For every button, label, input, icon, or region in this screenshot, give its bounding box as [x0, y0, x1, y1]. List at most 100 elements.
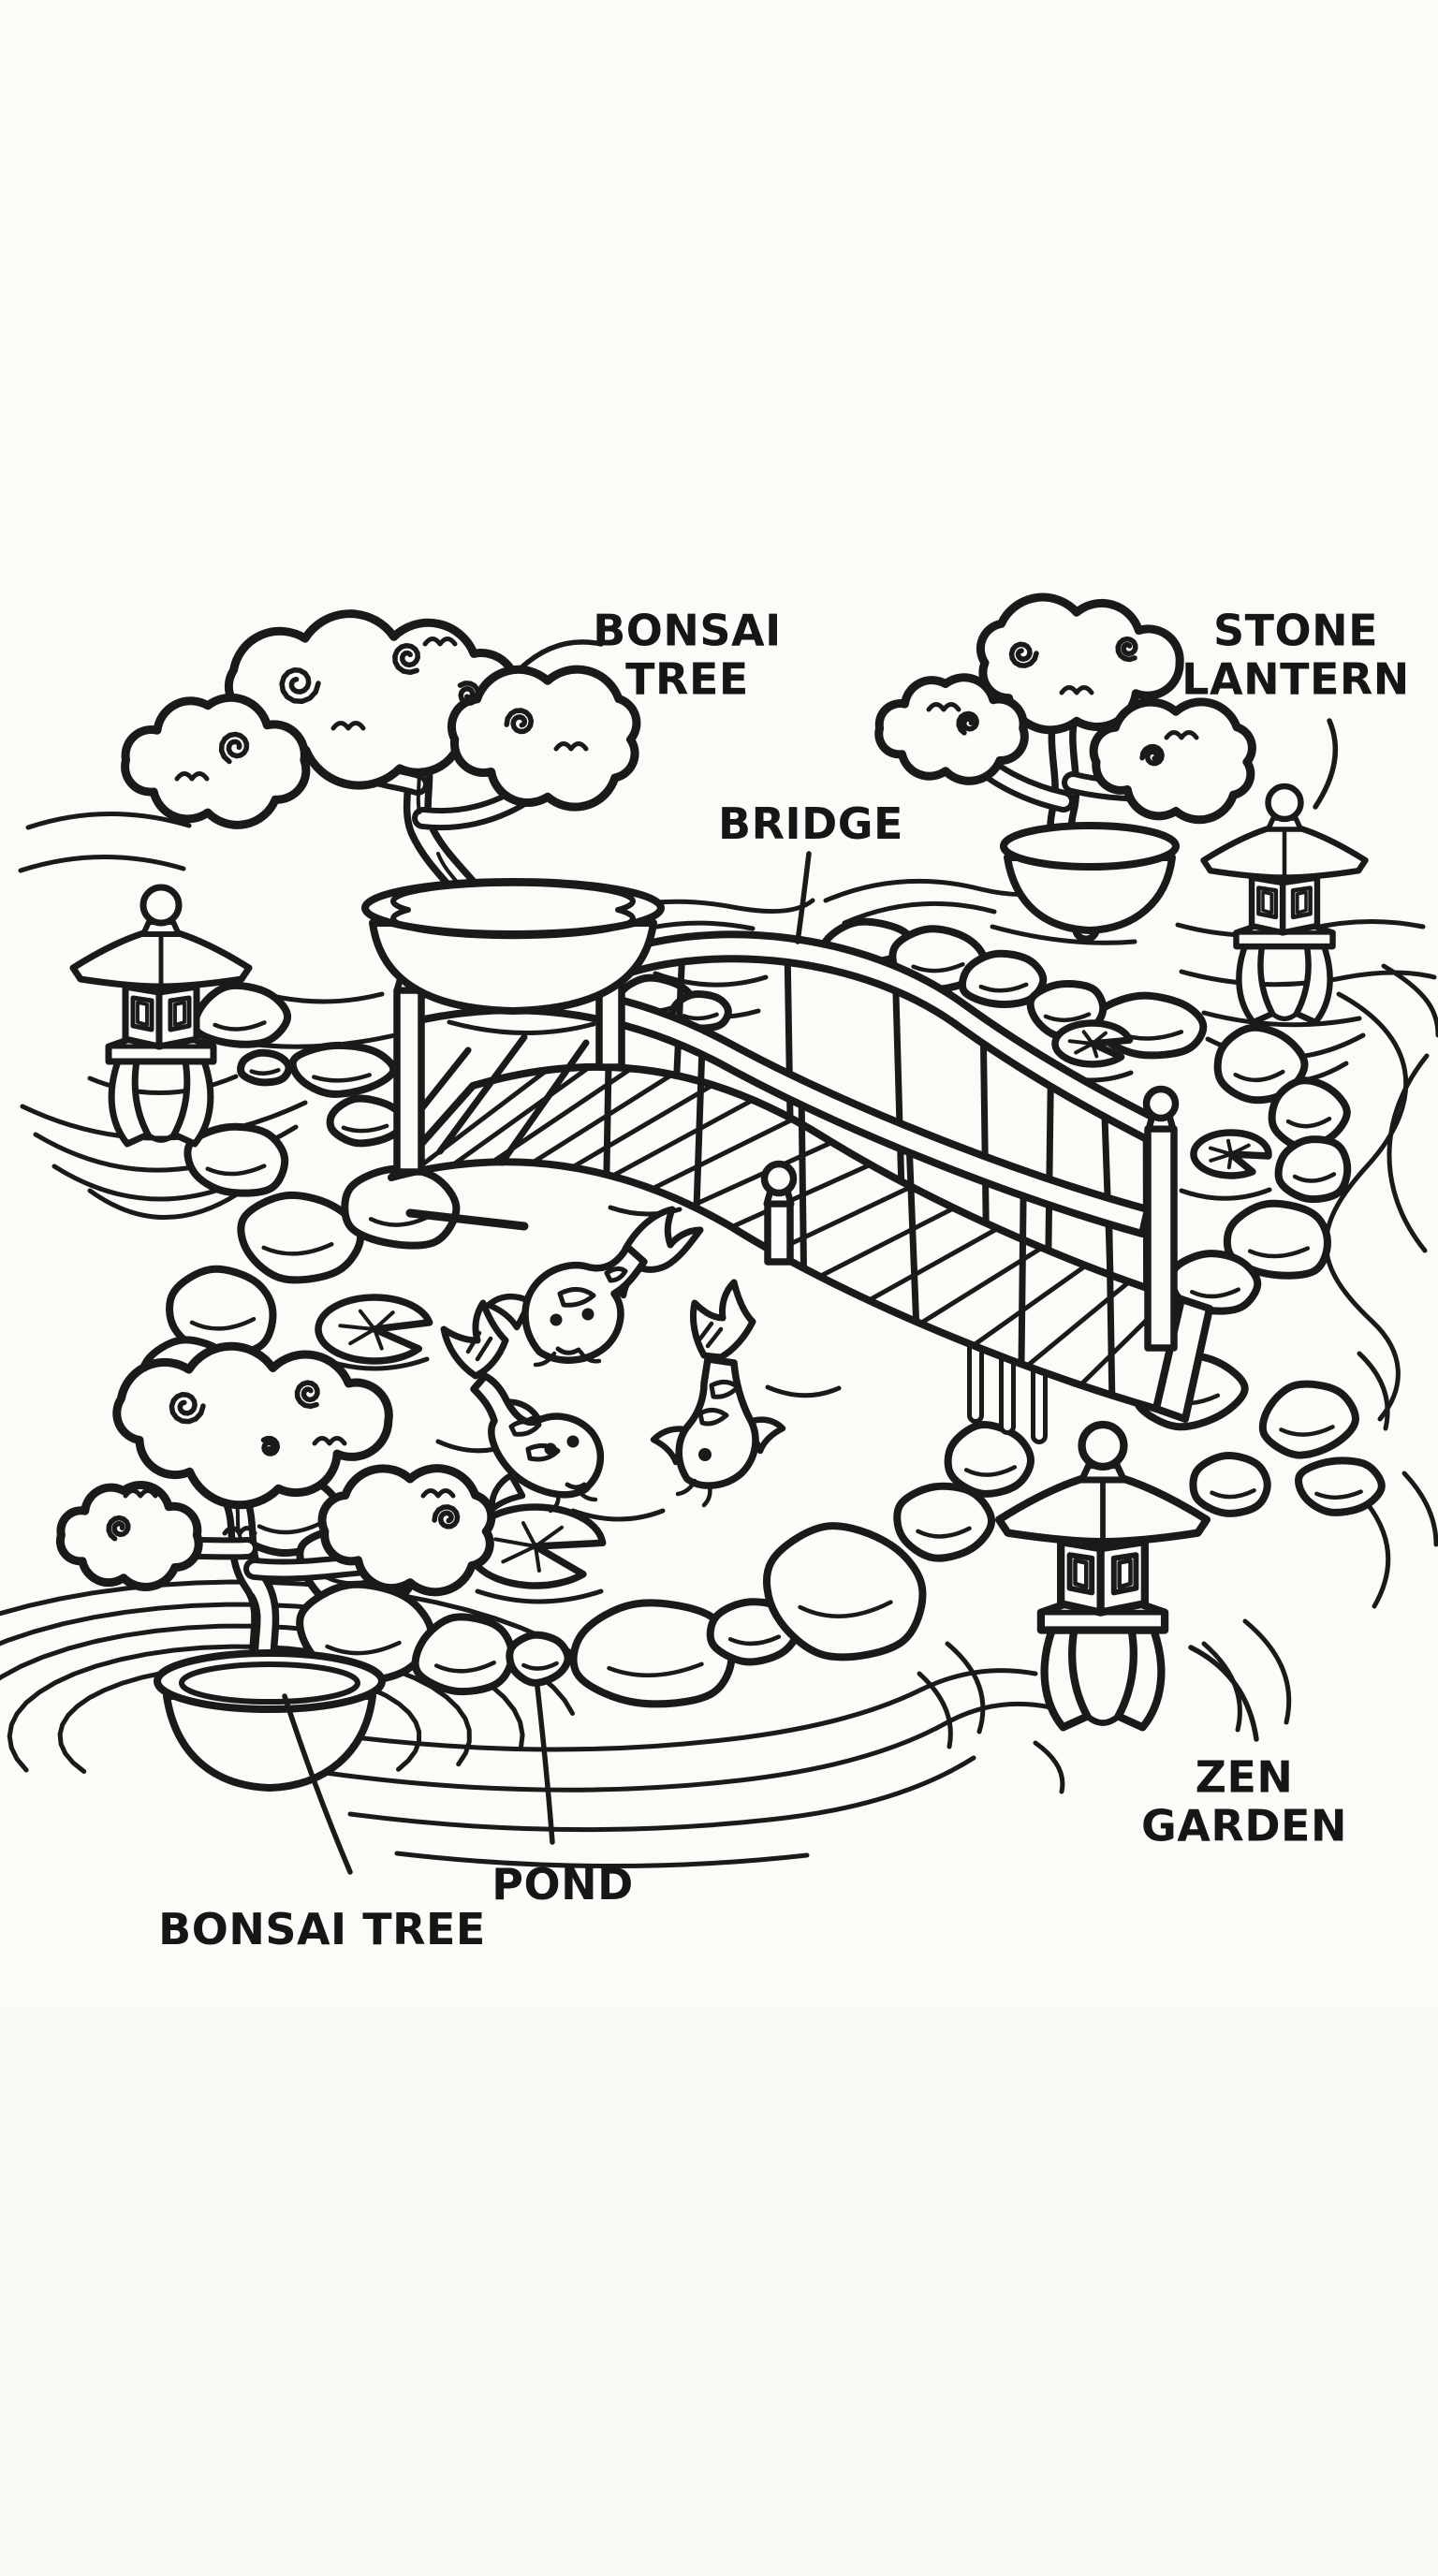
koi-tail-fin: [440, 1299, 509, 1380]
label-stone-lantern: STONE LANTERN: [1181, 606, 1410, 705]
lily-pad-vein: [1081, 1030, 1094, 1046]
foliage-accent: [174, 771, 210, 782]
bonsai-foliage-swirl: [169, 1392, 206, 1425]
label-zen-garden: ZEN GARDEN: [1141, 1752, 1347, 1852]
garden-stone: [959, 949, 1048, 1008]
garden-stone: [1223, 1199, 1331, 1280]
label-pond: POND: [492, 1859, 634, 1909]
lantern-window-inner: [1261, 890, 1273, 915]
garden-stone-accent: [213, 1020, 267, 1032]
garden-stone: [183, 1122, 289, 1197]
lantern-window-inner: [1117, 1558, 1133, 1589]
line-art-stroke: [764, 1200, 794, 1266]
foliage-accent: [222, 1526, 257, 1536]
lantern-body: [122, 983, 163, 1050]
koi-whisker: [675, 1478, 697, 1497]
bonsai-foliage-swirl: [218, 731, 250, 765]
garden-stone-accent: [249, 1067, 281, 1076]
lily-pad-vein: [1091, 1031, 1108, 1046]
sand-ripple: [347, 1755, 976, 1833]
bridge-plank-line: [569, 1082, 715, 1170]
label-bonsai-tree-bottom: BONSAI TREE: [158, 1903, 486, 1954]
garden-stone: [944, 1421, 1035, 1498]
koi-patch: [508, 1419, 542, 1437]
bridge-baluster: [693, 1050, 706, 1212]
label-line: TREE: [625, 654, 749, 705]
sand-ripple: [87, 1186, 248, 1220]
sand-ripple: [1401, 1471, 1438, 1547]
sand-ripple: [1201, 1010, 1362, 1028]
garden-stone-accent: [682, 1012, 719, 1021]
koi-tail-fin: [689, 1279, 756, 1361]
foliage-accent: [1059, 685, 1094, 695]
garden-stone-accent: [1314, 1489, 1363, 1500]
sand-ripple: [1387, 1053, 1430, 1253]
garden-stone-accent: [916, 1526, 972, 1539]
bonsai-pot-bowl: [163, 1692, 376, 1792]
bonsai-foliage-swirl: [1115, 636, 1138, 663]
label-line: LANTERN: [1181, 654, 1410, 705]
bridge-baluster: [1018, 1193, 1027, 1368]
bonsai-foliage-swirl: [504, 708, 535, 735]
post-ball-finial: [1142, 1085, 1180, 1122]
label-line: BONSAI TREE: [158, 1903, 486, 1954]
bonsai-pot-rim: [1000, 822, 1180, 871]
lily-pad-vein: [373, 1310, 395, 1331]
lily-pad-vein: [1229, 1143, 1251, 1156]
garden-stone: [411, 1613, 516, 1696]
koi-patch: [525, 1443, 561, 1462]
bridge-post: [760, 1160, 798, 1266]
koi-tail-stripe: [697, 1321, 714, 1341]
sand-ripple: [1242, 1618, 1292, 1725]
leader-line-bridge: [795, 851, 812, 944]
lily-pad-vein: [534, 1544, 541, 1573]
sand-ripple: [1324, 991, 1409, 1422]
bonsai-foliage-swirl: [260, 1435, 281, 1456]
bridge-plank-line: [650, 1117, 796, 1192]
bonsai-tree-top-left: [121, 609, 665, 1015]
garden-stone: [288, 1041, 398, 1098]
garden-stone-accent: [1285, 1116, 1332, 1129]
stone-lantern-left: [69, 884, 253, 1148]
bonsai-foliage: [874, 673, 1029, 785]
leader-line-bonsai-bottom: [282, 1693, 353, 1875]
label-line: GARDEN: [1141, 1801, 1347, 1852]
bonsai-foliage-swirl: [432, 1504, 461, 1530]
garden-stone: [1295, 1456, 1386, 1516]
lantern-window-inner: [136, 1001, 149, 1027]
sand-ripple: [917, 1671, 953, 1749]
sand-ripple: [394, 1851, 810, 1869]
koi-tail-stripe: [465, 1330, 482, 1354]
lily-pad-vein: [1226, 1152, 1233, 1170]
lily-pad-vein: [1209, 1152, 1233, 1163]
bridge-post: [1142, 1085, 1180, 1352]
lily-pads: [315, 1019, 1272, 1589]
lily-pad-vein: [338, 1324, 376, 1331]
bridge: [388, 890, 1213, 1444]
garden-stone: [237, 1191, 364, 1284]
lantern-leg: [1293, 943, 1333, 1026]
koi-whisker: [574, 1486, 598, 1502]
sand-ripple: [1033, 1740, 1065, 1794]
garden-stone-accent: [1233, 1069, 1285, 1083]
sand-ripple: [945, 1641, 986, 1734]
koi-mouth: [555, 1346, 581, 1355]
lily-pad-vein: [1226, 1138, 1233, 1156]
koi-tail-fin: [622, 1206, 704, 1273]
sand-ripple: [1179, 969, 1437, 988]
garden-stone-accent: [607, 1661, 704, 1678]
leader-line-bonsai-top: [518, 639, 604, 671]
stone-lantern-bottom-right: [994, 1420, 1211, 1732]
bridge-plank-line: [530, 1072, 675, 1165]
sand-ripple: [842, 900, 997, 926]
koi-whisker: [533, 1351, 557, 1368]
garden-stone: [1258, 1380, 1359, 1459]
sand-ripple: [25, 812, 192, 830]
label-line: BRIDGE: [718, 798, 903, 849]
bonsai-pot-bowl: [369, 919, 657, 1015]
bridge-under-beam: [405, 1208, 529, 1231]
lantern-window: [1110, 1552, 1139, 1596]
lantern-leg-arch: [1269, 1011, 1299, 1021]
garden-stone: [1189, 1451, 1271, 1517]
